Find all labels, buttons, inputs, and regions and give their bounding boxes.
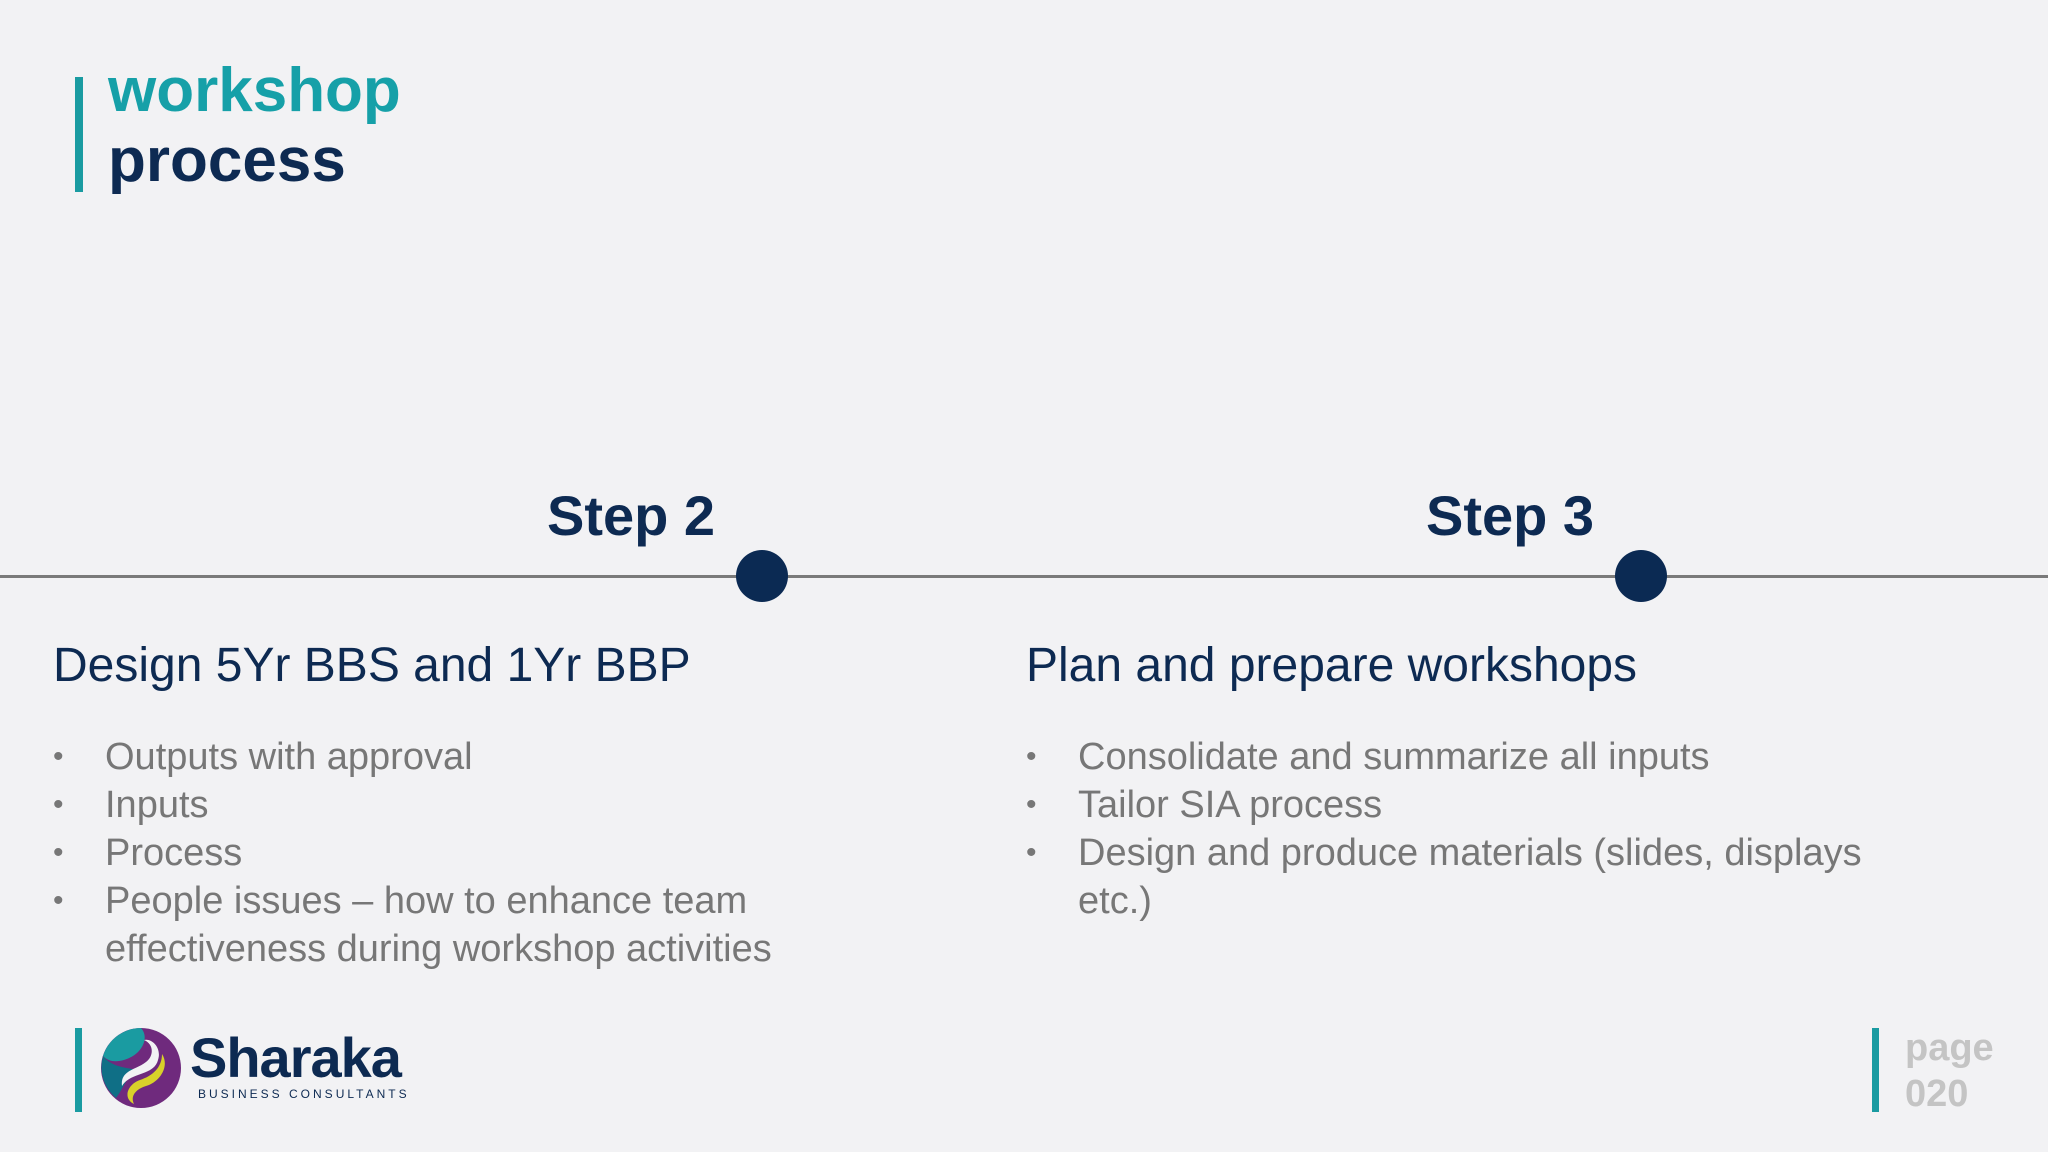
bullet-icon: • — [1026, 787, 1037, 821]
list-item-text: Outputs with approval — [105, 735, 473, 778]
step-3-heading: Plan and prepare workshops — [1026, 639, 1638, 692]
step-2-bullet-list: • Outputs with approval • Inputs • Proce… — [53, 733, 953, 973]
logo-tagline: BUSINESS CONSULTANTS — [198, 1087, 410, 1101]
bullet-icon: • — [53, 883, 64, 917]
logo-accent-bar — [75, 1028, 82, 1112]
slide-title-line-2: process — [108, 126, 346, 195]
timeline-line — [0, 575, 2048, 578]
list-item-text: Process — [105, 831, 243, 874]
list-item-text: People issues – how to enhance team effe… — [105, 879, 772, 970]
list-item-text: Tailor SIA process — [1078, 783, 1383, 826]
bullet-icon: • — [53, 787, 64, 821]
bullet-icon: • — [1026, 739, 1037, 773]
step-3-label: Step 3 — [1426, 484, 1595, 547]
slide-title-line-1: workshop — [108, 56, 401, 125]
list-item: • Consolidate and summarize all inputs — [1026, 733, 1946, 781]
step-2-marker — [736, 550, 788, 602]
bullet-icon: • — [53, 739, 64, 773]
step-3-bullet-list: • Consolidate and summarize all inputs •… — [1026, 733, 1946, 925]
list-item: • Process — [53, 829, 953, 877]
sharaka-logo-icon — [101, 1028, 181, 1108]
step-2-label: Step 2 — [547, 484, 716, 547]
step-2-column: Design 5Yr BBS and 1Yr BBP • Outputs wit… — [53, 639, 953, 973]
title-accent-bar — [75, 77, 83, 192]
list-item-text: Consolidate and summarize all inputs — [1078, 735, 1710, 778]
list-item: • Inputs — [53, 781, 953, 829]
page-accent-bar — [1872, 1028, 1879, 1112]
list-item: • People issues – how to enhance team ef… — [53, 877, 865, 973]
step-3-marker — [1615, 550, 1667, 602]
list-item-text: Inputs — [105, 783, 209, 826]
logo-wordmark: Sharaka — [190, 1026, 402, 1089]
list-item: • Outputs with approval — [53, 733, 953, 781]
step-3-column: Plan and prepare workshops • Consolidate… — [1026, 639, 1946, 925]
list-item: • Tailor SIA process — [1026, 781, 1946, 829]
page-label: page — [1905, 1027, 1994, 1069]
bullet-icon: • — [53, 835, 64, 869]
list-item: • Design and produce materials (slides, … — [1026, 829, 1938, 925]
page-number: 020 — [1905, 1073, 1969, 1115]
step-2-heading: Design 5Yr BBS and 1Yr BBP — [53, 639, 691, 692]
bullet-icon: • — [1026, 835, 1037, 869]
list-item-text: Design and produce materials (slides, di… — [1078, 831, 1862, 922]
